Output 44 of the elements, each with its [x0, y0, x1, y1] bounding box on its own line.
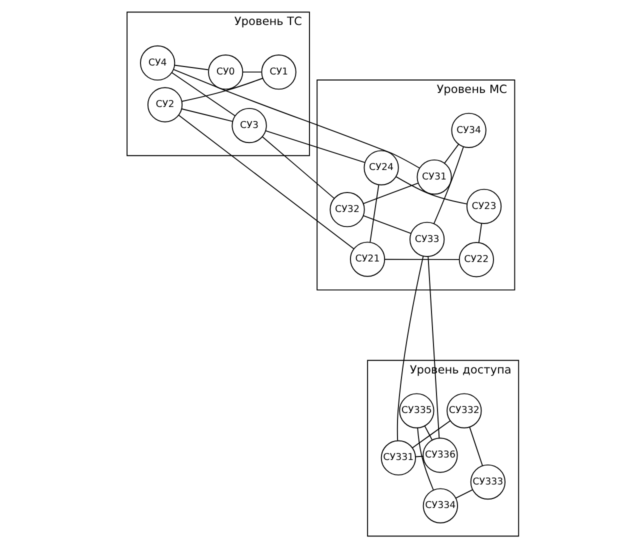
node-circle: СУ336: [422, 438, 458, 473]
connector: [178, 114, 354, 250]
node-circle: СУ4: [140, 45, 175, 81]
node-circle: СУ333: [470, 464, 506, 500]
connector: [264, 130, 365, 163]
connector: [454, 489, 472, 499]
connector: [242, 72, 262, 73]
node-circle: СУ32: [329, 192, 364, 228]
connector: [180, 78, 263, 102]
node-circle: СУ22: [458, 242, 494, 278]
node-circle: СУ2: [146, 87, 182, 122]
node-circle: СУ334: [422, 488, 458, 524]
connector: [427, 256, 440, 439]
connector: [362, 182, 418, 204]
connector: [384, 258, 460, 260]
connector: [170, 72, 235, 116]
node-circle: СУ335: [398, 393, 434, 428]
node-circle: СУ1: [260, 54, 296, 90]
node-circle: СУ33: [409, 222, 444, 257]
node-circle: СУ31: [416, 159, 452, 195]
node-circle: СУ23: [466, 188, 502, 224]
connector: [262, 136, 334, 199]
connector: [414, 456, 423, 458]
connector: [424, 426, 432, 441]
node-circle: СУ332: [446, 393, 482, 428]
connector: [369, 184, 379, 243]
connector: [478, 223, 482, 243]
connector: [174, 64, 208, 70]
connector: [395, 176, 467, 204]
node-circle: СУ21: [349, 242, 385, 277]
connector: [433, 146, 464, 224]
node-circle: СУ0: [208, 54, 243, 90]
node-circle: СУ3: [231, 108, 266, 144]
node-circle: СУ34: [450, 112, 486, 148]
connector: [396, 256, 424, 441]
connector: [362, 215, 411, 234]
connector: [416, 427, 434, 490]
connector: [411, 420, 450, 448]
node-circle: СУ24: [363, 150, 398, 186]
connector: [172, 68, 420, 168]
connector: [180, 108, 233, 122]
node-circle: СУ331: [380, 440, 416, 476]
connector: [444, 144, 458, 164]
connector: [468, 426, 482, 466]
